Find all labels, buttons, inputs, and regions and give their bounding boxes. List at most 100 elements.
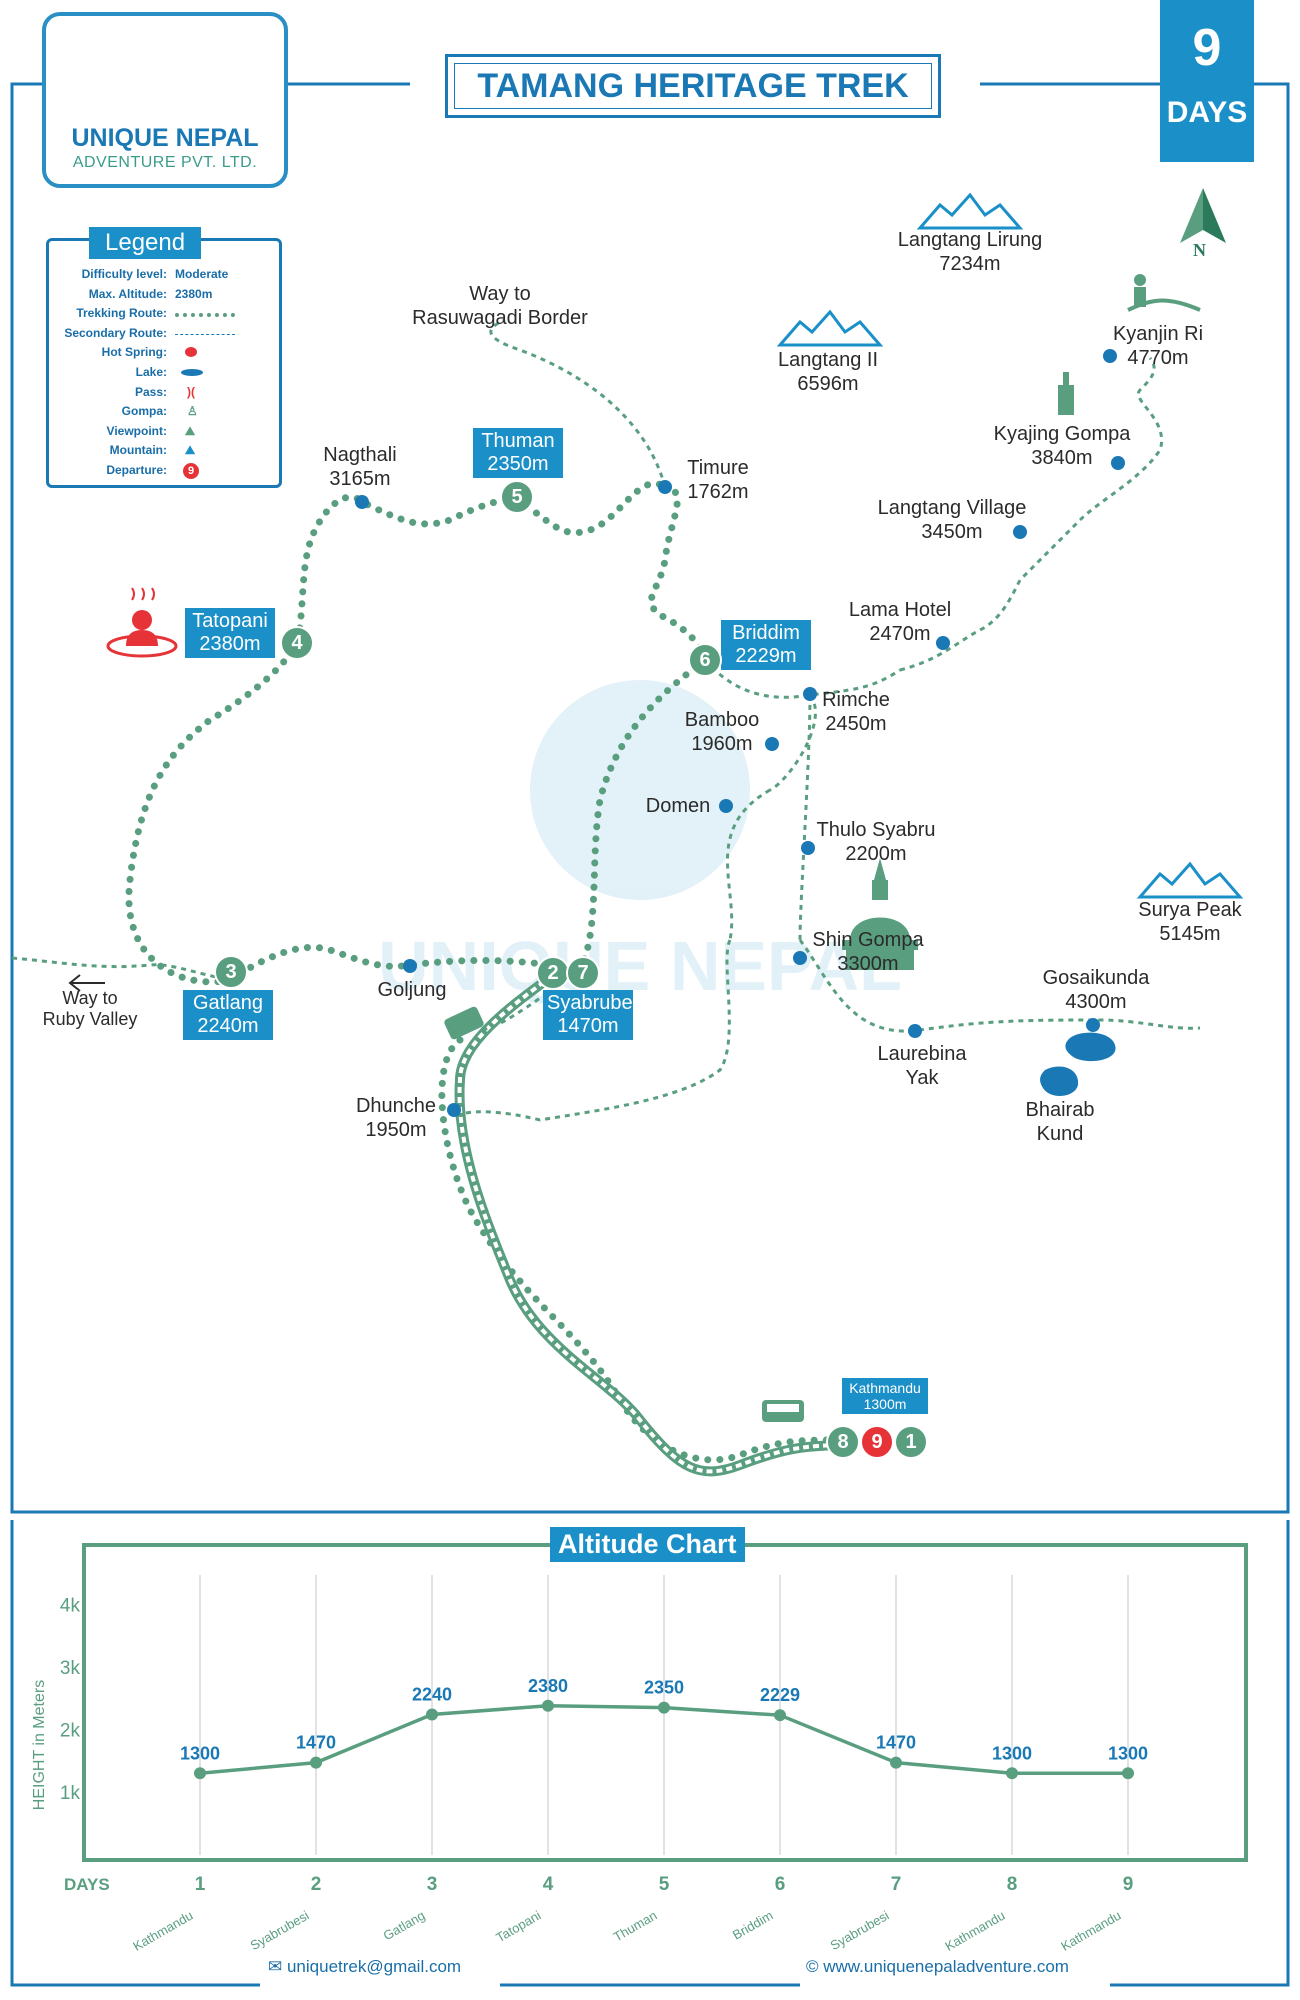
place-label-line: Kyanjin Ri [1112, 323, 1204, 345]
chart-point [774, 1709, 786, 1722]
place-label-line: Way to [62, 988, 118, 1008]
legend-row: Difficulty level:Moderate [49, 267, 279, 284]
chart-category-label: Thuman [611, 1908, 660, 1945]
stupa-icon [842, 858, 918, 970]
legend-key: Lake: [135, 365, 167, 379]
place-goljung: Goljung [377, 979, 447, 1001]
marker-timure [658, 480, 672, 494]
chart-category-label: Tatopani [493, 1908, 543, 1946]
chart-point [310, 1756, 322, 1769]
chart-category-label: Kathmandu [130, 1908, 195, 1954]
stage-label-line: Syabrubesi [547, 992, 648, 1014]
place-label-line: Nagthali [323, 444, 397, 466]
trekking-route-swatch [175, 313, 235, 318]
marker-thulo-syabru [801, 841, 815, 855]
stage-badge-syabrubesi-a: 2 [536, 956, 570, 990]
place-label-line: 5145m [1159, 923, 1221, 945]
email-text: uniquetrek@gmail.com [286, 1957, 462, 1976]
days-label: DAYS [1166, 96, 1248, 129]
place-kathmandu: Kathmandu 1300m [842, 1378, 928, 1414]
mountain-icon [776, 192, 1244, 899]
legend-row: Gompa:♙ [49, 404, 279, 421]
legend-key: Difficulty level: [81, 267, 167, 281]
svg-text:UNIQUE NEPAL: UNIQUE NEPAL [378, 927, 902, 1005]
viewpoint-icon: ⛰ [185, 423, 196, 438]
legend-key: Viewpoint: [106, 423, 167, 438]
place-label-line: Gosaikunda [1042, 967, 1150, 989]
arrow-left-icon [68, 974, 105, 992]
place-label-line: 6596m [797, 373, 859, 395]
footer-email[interactable]: ✉ uniquetrek@gmail.com [262, 1957, 468, 1977]
legend-key: Pass: [134, 384, 167, 399]
place-label-line: 3300m [837, 953, 899, 975]
stage-badge-gatlang: 3 [214, 955, 248, 989]
chart-data-label: 1300 [1108, 1743, 1148, 1763]
stage-badge-kathmandu-c: 1 [894, 1425, 928, 1459]
marker-lama-hotel [936, 636, 950, 650]
brand-logo[interactable]: UNIQUE NEPAL ADVENTURE PVT. LTD. [42, 12, 288, 188]
chart-ytick-label: 1k [60, 1783, 81, 1804]
legend-key: Secondary Route: [64, 325, 167, 340]
chart-point [890, 1756, 902, 1769]
chart-data-label: 2380 [528, 1676, 568, 1696]
footer-website[interactable]: © www.uniquenepaladventure.com [800, 1957, 1075, 1977]
place-label-line: Shin Gompa [812, 929, 924, 951]
stage-label-line: 2350m [487, 453, 549, 475]
marker-langtang-village [1013, 525, 1027, 539]
place-label-line: Langtang Village [877, 497, 1027, 519]
stage-label-line: Thuman [481, 430, 555, 452]
place-label-line: 1762m [687, 481, 749, 503]
marker-kyanjin-ri [1103, 349, 1117, 363]
lake-icon [181, 369, 203, 376]
kathmandu-alt: 1300m [863, 1396, 907, 1412]
place-label-line: 2200m [845, 843, 907, 865]
days-badge: 9 DAYS [1160, 0, 1254, 162]
trekking-route [125, 480, 844, 1464]
legend-key: Hot Spring: [101, 345, 167, 360]
legend-row: Secondary Route: [49, 326, 279, 343]
chart-point [1122, 1767, 1134, 1780]
place-label-line: 3450m [921, 521, 983, 543]
gompa-icon [1058, 372, 1074, 415]
chart-data-label: 2350 [644, 1678, 684, 1698]
chart-xtick-label: 2 [311, 1874, 322, 1895]
place-label-line: Bhairab [1025, 1099, 1095, 1121]
marker-dhunche [447, 1103, 461, 1117]
chart-ytick-label: 3k [60, 1658, 81, 1679]
chart-ytick-label: 2k [60, 1721, 81, 1742]
chart-xtick-label: 7 [891, 1874, 902, 1895]
place-label-line: 1960m [691, 733, 753, 755]
marker-domen [719, 799, 733, 813]
stage-badge-kathmandu-b: 9 [860, 1425, 894, 1459]
legend-row: Lake: [49, 365, 279, 382]
place-label-line: Dhunche [355, 1095, 437, 1117]
legend-key: Departure: [106, 463, 167, 477]
chart-point [542, 1699, 554, 1712]
copyright-icon: © [806, 1957, 824, 1976]
website-text: www.uniquenepaladventure.com [823, 1957, 1069, 1976]
mountain-icon: ⛰ [185, 443, 196, 458]
stage-label-line: Briddim [732, 622, 800, 644]
legend-row: Trekking Route: [49, 306, 279, 323]
place-label-line: 3165m [329, 468, 391, 490]
legend-row: Mountain:⛰ [49, 443, 279, 460]
chart-category-label: Kathmandu [1058, 1908, 1123, 1954]
chart-xtick-label: 1 [195, 1874, 206, 1895]
chart-data-label: 1300 [180, 1743, 220, 1763]
days-number: 9 [1192, 19, 1222, 77]
